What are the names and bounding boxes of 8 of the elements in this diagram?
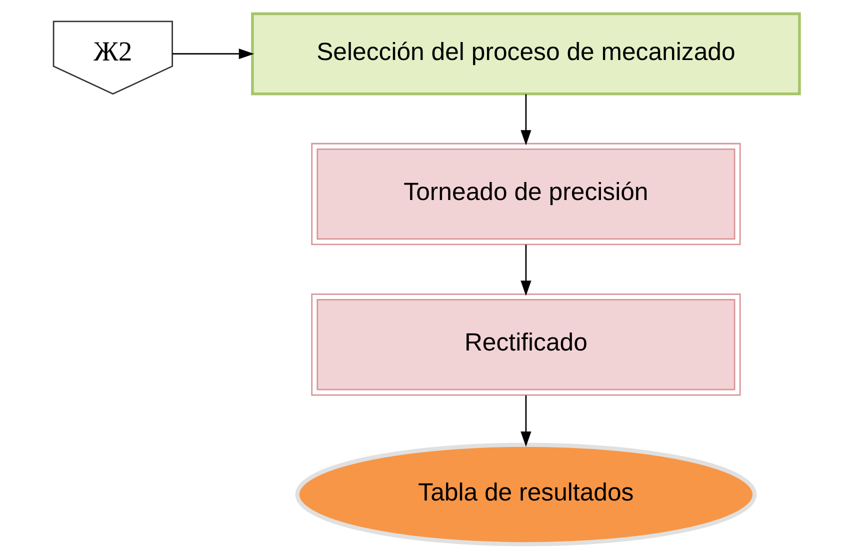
arrow	[520, 244, 532, 296]
node-box: Torneado de precisión	[311, 142, 741, 246]
arrow	[520, 94, 532, 146]
node-ellipse: Tabla de resultados	[295, 442, 757, 546]
arrow	[172, 48, 254, 60]
node-box: Rectificado	[311, 294, 741, 396]
node-box: Selección del proceso de mecanizado	[251, 12, 801, 96]
arrow	[520, 395, 532, 447]
